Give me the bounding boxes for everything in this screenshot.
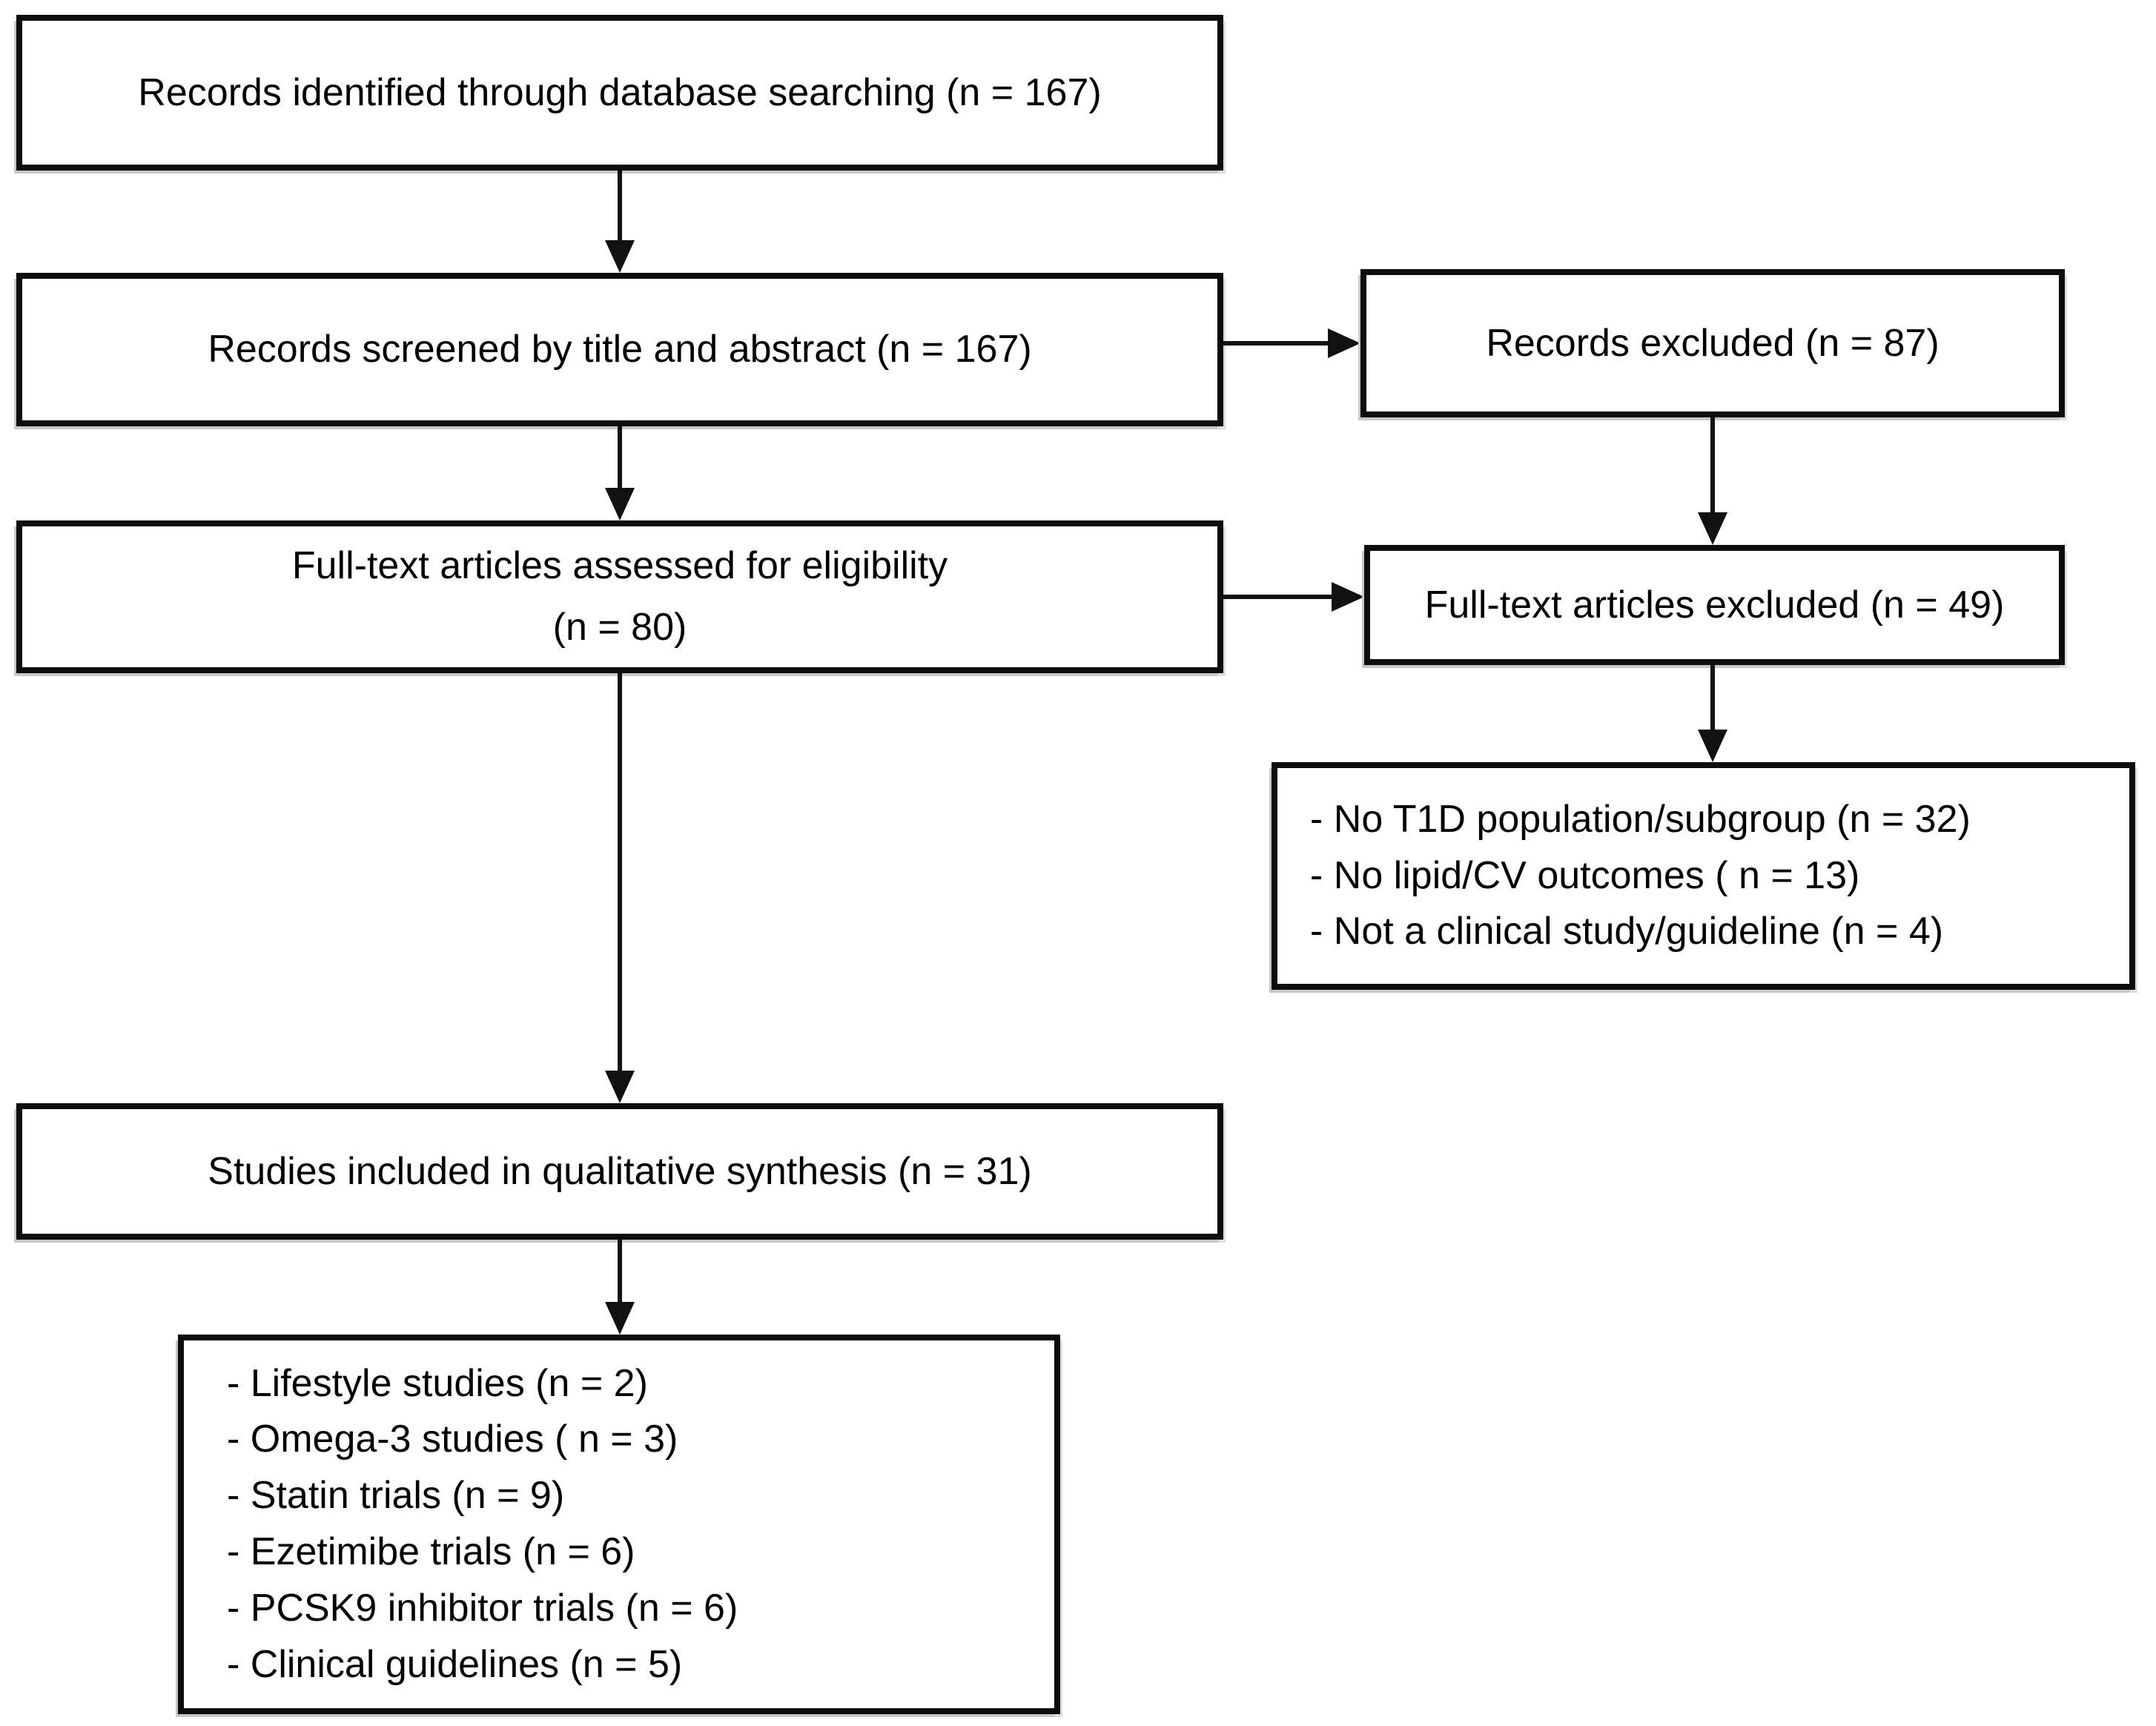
breakdown-item: - Clinical guidelines (n = 5) [227,1642,683,1686]
arrow-shaft [1223,595,1332,599]
exclusion-reason-item: - No lipid/CV outcomes ( n = 13) [1310,853,1860,897]
flow-box-studies-included: Studies included in qualitative synthesi… [16,1103,1223,1240]
exclusion-reason-item: - Not a clinical study/guideline (n = 4) [1310,910,1944,953]
flow-box-records-identified: Records identified through database sear… [16,15,1223,171]
arrow-shaft [1710,665,1715,730]
arrowhead-down-icon [605,240,635,273]
flow-box-included-breakdown: - Lifestyle studies (n = 2) - Omega-3 st… [178,1335,1060,1714]
arrow-shaft [618,1240,622,1302]
fulltext-assessed-line2: (n = 80) [552,606,687,649]
flow-box-exclusion-reasons: - No T1D population/subgroup (n = 32) - … [1272,762,2135,990]
breakdown-item: - Statin trials (n = 9) [227,1474,565,1518]
records-identified-label: Records identified through database sear… [138,70,1102,114]
flow-box-records-excluded: Records excluded (n = 87) [1360,269,2065,417]
fulltext-excluded-label: Full-text articles excluded (n = 49) [1424,583,2005,626]
breakdown-item: - Omega-3 studies ( n = 3) [227,1418,678,1461]
breakdown-item: - Ezetimibe trials (n = 6) [227,1530,635,1573]
arrowhead-down-icon [605,1071,635,1103]
arrowhead-down-icon [605,1302,635,1335]
arrow-shaft [618,171,622,240]
exclusion-reason-item: - No T1D population/subgroup (n = 32) [1310,797,1971,841]
arrow-shaft [1223,341,1328,345]
records-excluded-label: Records excluded (n = 87) [1486,321,1940,365]
arrowhead-down-icon [1698,512,1727,545]
flow-box-records-screened: Records screened by title and abstract (… [16,273,1223,426]
fulltext-assessed-line1: Full-text articles assessed for eligibil… [291,543,948,587]
arrowhead-down-icon [1698,730,1727,762]
arrow-shaft [618,426,622,488]
flow-box-fulltext-excluded: Full-text articles excluded (n = 49) [1364,545,2065,665]
flow-box-fulltext-assessed: Full-text articles assessed for eligibil… [16,520,1223,673]
records-screened-label: Records screened by title and abstract (… [208,328,1032,371]
breakdown-item: - Lifestyle studies (n = 2) [227,1361,648,1405]
arrow-shaft [618,673,622,1071]
arrowhead-right-icon [1332,582,1364,612]
studies-included-label: Studies included in qualitative synthesi… [208,1149,1032,1193]
arrow-shaft [1710,417,1715,512]
arrowhead-right-icon [1328,328,1360,358]
breakdown-item: - PCSK9 inhibitor trials (n = 6) [227,1586,738,1630]
arrowhead-down-icon [605,488,635,520]
